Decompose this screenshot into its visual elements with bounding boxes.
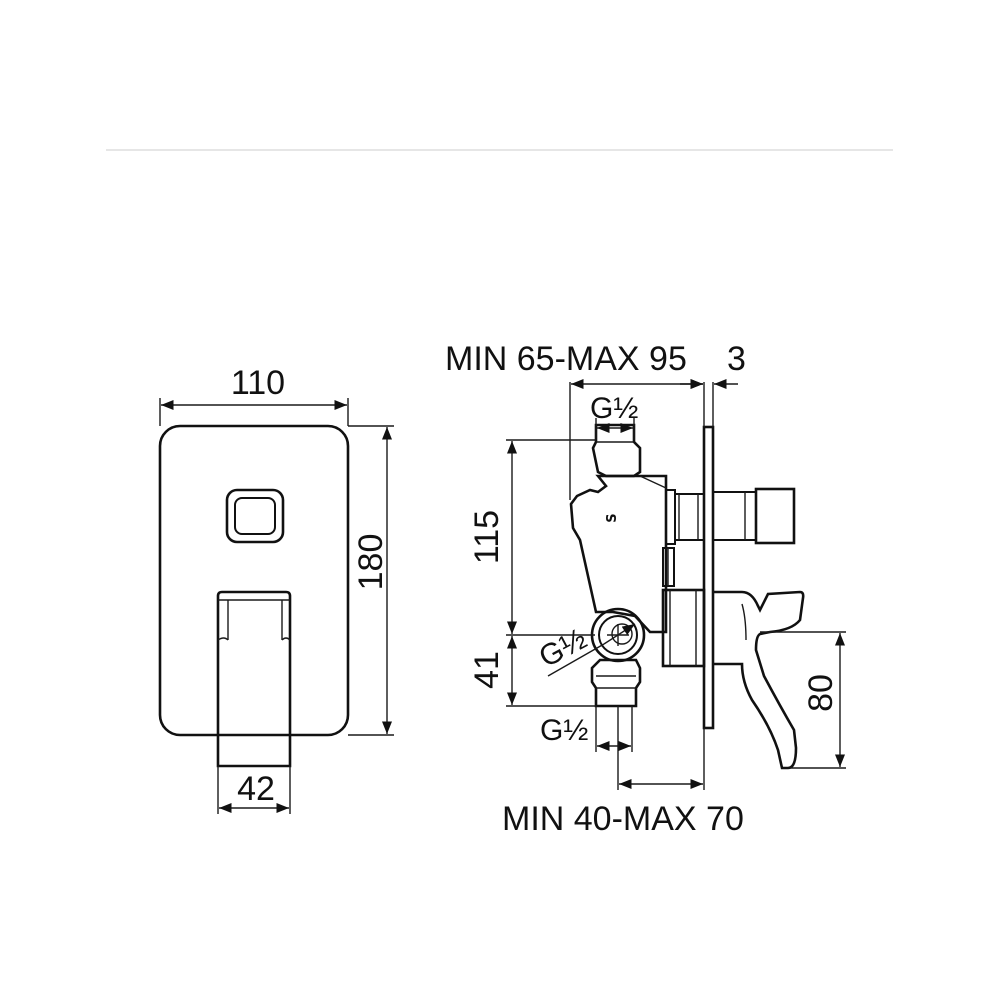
thread-side-leader <box>547 643 605 677</box>
valve-body-seam <box>639 475 667 489</box>
wall-plate-outline <box>158 424 350 737</box>
front-height-label: 180 <box>352 534 390 591</box>
depth-bottom-label: MIN 40-MAX 70 <box>502 800 744 838</box>
lever-inner-curve <box>741 603 747 641</box>
diverter-button-outer <box>225 488 285 544</box>
front-handle-width-label: 42 <box>237 770 275 808</box>
diverter-knob-cap <box>754 487 796 545</box>
spout-height-label: 80 <box>802 674 840 712</box>
valve-body <box>569 474 668 634</box>
upper-height-label: 115 <box>468 510 506 564</box>
lower-height-label: 41 <box>468 651 506 689</box>
diverter-spindle <box>674 493 705 541</box>
diverter-knob <box>712 491 757 541</box>
side-wall-plate <box>702 425 715 730</box>
front-view: 110 180 42 <box>158 364 394 814</box>
plate-thickness-label: 3 <box>727 340 746 378</box>
thread-bottom-label: G½ <box>540 714 588 747</box>
top-outlet-fitting <box>591 423 642 478</box>
side-inlet-ring <box>598 615 638 655</box>
handle-curve-left <box>217 637 229 641</box>
thread-side-leader-arrow <box>603 623 636 645</box>
side-inlet-inner <box>611 623 633 645</box>
side-view: S MIN 65-MAX 95 <box>445 340 846 838</box>
diverter-button-inner <box>234 497 276 535</box>
front-width-label: 110 <box>231 364 285 402</box>
thread-top-label: G½ <box>590 392 638 425</box>
depth-top-label: MIN 65-MAX 95 <box>445 340 687 378</box>
thread-side-label: G½ <box>534 622 592 674</box>
handle-outline <box>216 590 292 768</box>
bottom-outlet-fitting <box>590 658 642 708</box>
lower-cartridge <box>661 588 706 668</box>
handle-curve-right <box>281 637 291 641</box>
diverter-spindle-base <box>665 489 676 545</box>
valve-logo: S <box>605 513 620 522</box>
side-lever-handle <box>713 590 805 770</box>
